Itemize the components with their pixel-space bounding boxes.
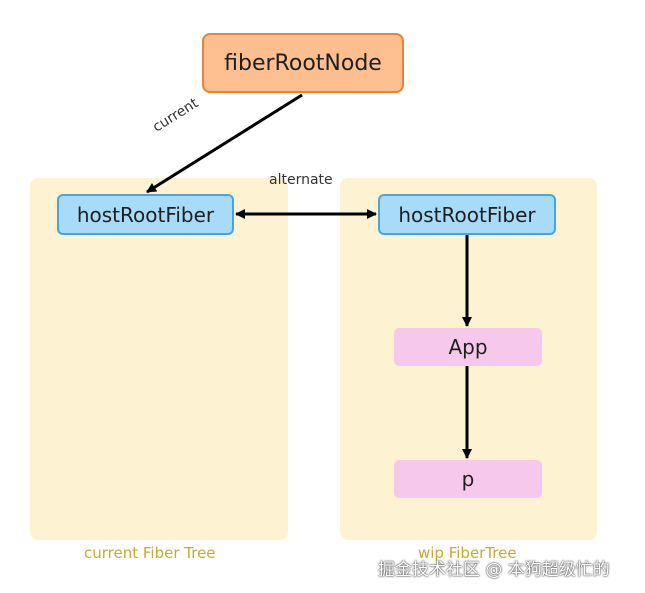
alternate-edge-label: alternate [269,172,333,188]
wip-tree-title: wip FiberTree [418,544,517,562]
current-tree-title: current Fiber Tree [84,544,216,562]
app-node: App [394,328,542,366]
current-host-root-fiber: hostRootFiber [57,194,234,235]
p-node: p [394,460,542,498]
watermark: 掘金技术社区 @ 本狗超级忙的 [378,560,610,580]
wip-host-root-fiber: hostRootFiber [378,194,556,235]
fiber-root-node: fiberRootNode [202,33,404,93]
current-tree-panel [30,178,288,540]
current-arrow [146,93,303,194]
